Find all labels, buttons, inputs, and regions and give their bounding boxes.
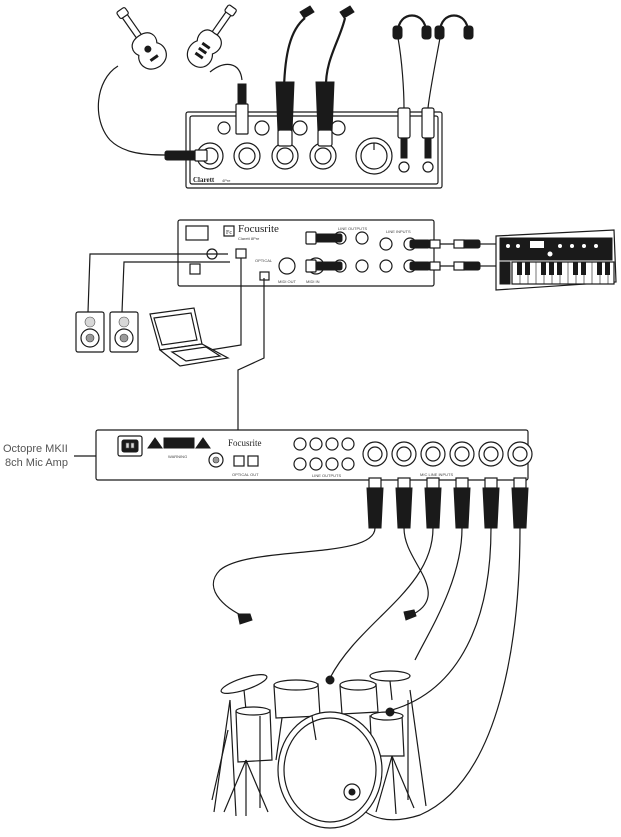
preamp-brand: Focusrite xyxy=(228,438,262,448)
studio-monitor-right xyxy=(109,311,139,353)
drum-mic-cables xyxy=(212,527,521,821)
usb-cable xyxy=(209,258,242,351)
octopre-title: Octopre MKII xyxy=(3,443,68,455)
electric-guitar xyxy=(186,4,237,68)
clarett-8pre-badge: Fc xyxy=(226,230,232,236)
synth-cables xyxy=(305,231,496,273)
preamp-mic-inputs xyxy=(362,441,533,467)
laptop xyxy=(149,307,230,367)
top-input-plugs xyxy=(164,81,435,162)
clarett-4pre-interface: Clarett 4Pre xyxy=(185,111,443,189)
preamp-optical-label: OPTICAL OUT xyxy=(232,472,259,477)
clarett-8pre-brand: Focusrite xyxy=(238,223,279,235)
headphones-2 xyxy=(427,14,474,109)
clarett-8pre-model: Clarett 8Pre xyxy=(238,236,260,241)
speaker-cable-2 xyxy=(121,261,230,313)
clarett-8pre-rear-panel: Fc Focusrite Clarett 8Pre LINE OUTPUTS L… xyxy=(177,219,435,287)
octopre-subtitle: 8ch Mic Amp xyxy=(5,457,68,469)
preamp-line-outputs-label: LINE OUTPUTS xyxy=(312,473,341,478)
line-inputs-label: LINE INPUTS xyxy=(386,229,411,234)
clarett-4pre-brand: Clarett xyxy=(193,176,215,184)
speaker-cable-1 xyxy=(87,253,228,313)
drum-kit xyxy=(211,670,427,829)
overhead-mic-right xyxy=(403,609,417,621)
preamp-warning-label: WARNING xyxy=(168,454,187,459)
preamp-mic-inputs-label: MIC LINE INPUTS xyxy=(420,472,453,477)
xlr-plugs xyxy=(366,477,529,529)
microphone-2 xyxy=(324,5,355,89)
electric-guitar-cable xyxy=(209,63,243,81)
headphones-1 xyxy=(392,14,432,109)
acoustic-guitar-cable xyxy=(97,65,166,156)
studio-monitor-left xyxy=(75,311,105,353)
overhead-mic-left xyxy=(237,613,253,625)
synthesizer xyxy=(495,229,617,291)
line-outputs-label: LINE OUTPUTS xyxy=(338,226,367,231)
acoustic-guitar xyxy=(116,7,167,70)
midi-out-label: MIDI OUT xyxy=(278,279,297,284)
microphone-1 xyxy=(282,5,315,89)
octopre-rear-panel: WARNING Focusrite OPTICAL OUT LINE OUTPU… xyxy=(95,429,533,481)
midi-in-label: MIDI IN xyxy=(306,279,320,284)
optical-cable-to-preamp xyxy=(237,278,265,440)
clarett-4pre-model: 4Pre xyxy=(222,178,231,183)
optical-label: OPTICAL xyxy=(255,258,273,263)
